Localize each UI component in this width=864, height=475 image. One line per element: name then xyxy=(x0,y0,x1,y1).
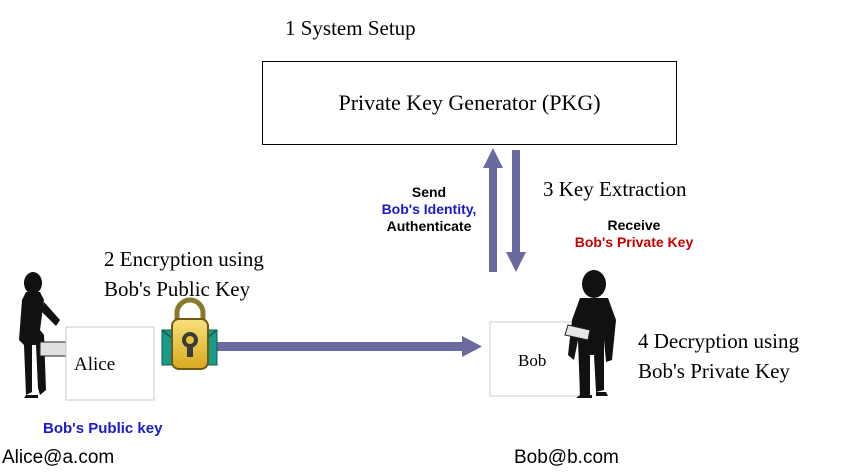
alice-box-label: Alice xyxy=(74,354,116,375)
receive-label-group: Receive Bob's Private Key xyxy=(536,217,732,251)
down-arrow xyxy=(506,150,526,272)
send-identity-text: Bob's Identity, xyxy=(381,201,477,217)
step4-title: 4 Decryption using Bob's Private Key xyxy=(638,326,799,386)
bob-box-label: Bob xyxy=(518,351,547,370)
bob-figure-icon xyxy=(564,270,616,398)
step3-title: 3 Key Extraction xyxy=(543,177,687,201)
right-arrow xyxy=(215,336,482,357)
alice-email: Alice@a.com xyxy=(2,447,115,468)
receive-line1: Receive xyxy=(607,217,661,233)
bob-email: Bob@b.com xyxy=(514,447,619,468)
step2-line1: 2 Encryption using xyxy=(104,247,264,271)
step4-line2: Bob's Private Key xyxy=(638,359,790,383)
alice-figure-icon xyxy=(19,272,67,398)
send-authenticate-text: Authenticate xyxy=(386,218,472,234)
receive-private-key-text: Bob's Private Key xyxy=(574,234,694,250)
pkg-box: Private Key Generator (PKG) xyxy=(262,61,677,145)
step2-line2: Bob's Public Key xyxy=(104,277,251,301)
step2-title: 2 Encryption using Bob's Public Key xyxy=(104,244,264,304)
pkg-label: Private Key Generator (PKG) xyxy=(338,90,601,115)
encrypted-envelope-icon xyxy=(161,297,218,370)
alice-key-caption: Bob's Public key xyxy=(43,420,163,437)
up-arrow xyxy=(483,148,503,272)
send-label-group: Send Bob's Identity, Authenticate xyxy=(369,184,489,235)
step4-line1: 4 Decryption using xyxy=(638,329,799,353)
send-line1: Send xyxy=(411,184,447,200)
step1-title: 1 System Setup xyxy=(285,16,416,40)
alice-box-outline xyxy=(65,326,155,401)
